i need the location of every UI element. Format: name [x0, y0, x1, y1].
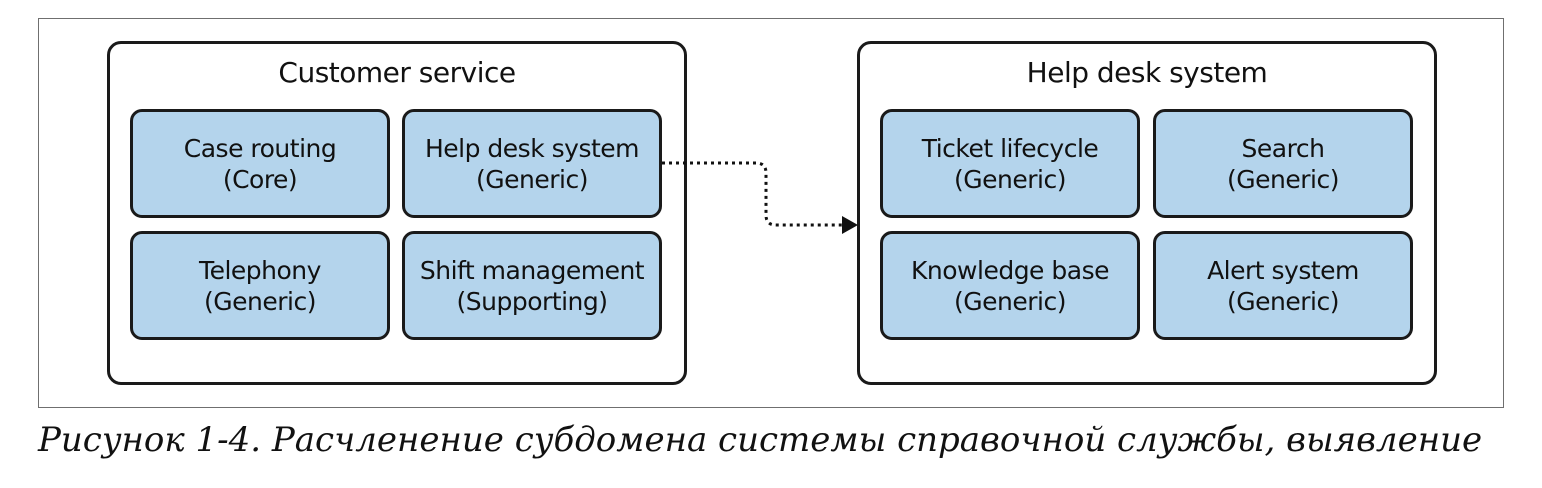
connector-line [662, 161, 842, 227]
help-desk-system-title: Help desk system [1026, 56, 1268, 89]
subdomain-type: (Core) [222, 164, 298, 194]
subdomain-help-desk-system: Help desk system (Generic) [402, 109, 662, 218]
subdomain-type: (Generic) [204, 286, 316, 316]
subdomain-ticket-lifecycle: Ticket lifecycle (Generic) [880, 109, 1140, 218]
subdomain-type: (Generic) [1227, 164, 1339, 194]
subdomain-case-routing: Case routing (Core) [130, 109, 390, 218]
customer-service-title: Customer service [278, 56, 516, 89]
arrowhead-icon [842, 216, 858, 234]
subdomain-name: Help desk system [424, 133, 640, 163]
figure-caption: Рисунок 1-4. Расчленение субдомена систе… [38, 420, 1483, 460]
subdomain-name: Shift management [419, 255, 645, 285]
subdomain-name: Knowledge base [911, 255, 1109, 285]
subdomain-type: (Supporting) [456, 286, 609, 316]
subdomain-type: (Generic) [476, 164, 588, 194]
subdomain-name: Search [1241, 133, 1325, 163]
subdomain-name: Alert system [1207, 255, 1359, 285]
subdomain-alert-system: Alert system (Generic) [1153, 231, 1413, 340]
subdomain-shift-management: Shift management (Supporting) [402, 231, 662, 340]
subdomain-type: (Generic) [954, 164, 1066, 194]
subdomain-name: Case routing [183, 133, 337, 163]
subdomain-type: (Generic) [954, 286, 1066, 316]
subdomain-type: (Generic) [1227, 286, 1339, 316]
subdomain-search: Search (Generic) [1153, 109, 1413, 218]
subdomain-name: Ticket lifecycle [921, 133, 1099, 163]
subdomain-name: Telephony [199, 255, 321, 285]
subdomain-knowledge-base: Knowledge base (Generic) [880, 231, 1140, 340]
subdomain-telephony: Telephony (Generic) [130, 231, 390, 340]
